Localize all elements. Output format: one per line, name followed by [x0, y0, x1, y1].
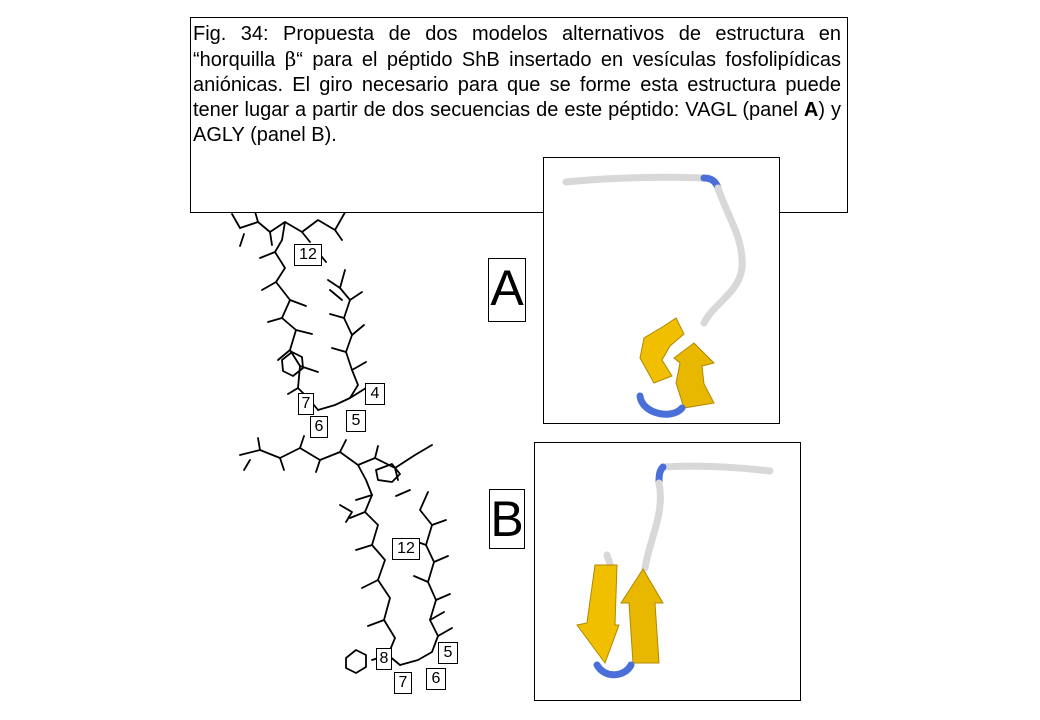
ribbon-model-b: [576, 462, 774, 679]
turn-segment: [636, 392, 686, 418]
figure-caption-box: Fig. 34: Propuesta de dos modelos altern…: [190, 17, 848, 213]
residue-label: 12: [294, 244, 322, 266]
panel-label-a: A: [488, 258, 526, 322]
residue-label: 7: [394, 672, 412, 694]
coil-segment: [659, 462, 774, 475]
figure-caption: Fig. 34: Propuesta de dos modelos altern…: [193, 22, 841, 148]
panel-label-b: B: [489, 489, 525, 549]
coil-segment: [641, 479, 664, 572]
beta-strand-arrow: [620, 568, 664, 664]
residue-label: 12: [392, 538, 420, 560]
ribbon-model-b-frame: [534, 442, 801, 701]
residue-label: 7: [298, 393, 314, 415]
caption-part-1: Fig. 34: Propuesta de dos modelos altern…: [193, 23, 841, 71]
residue-label: 5: [438, 642, 458, 664]
residue-label: 4: [365, 383, 385, 405]
coil-segment: [700, 184, 746, 327]
ribbon-model-a-frame: [543, 157, 780, 424]
caption-beta-symbol: β: [284, 47, 297, 71]
beta-strand-arrow: [673, 342, 715, 409]
residue-label: 6: [426, 668, 446, 690]
coil-segment: [562, 173, 708, 186]
turn-segment: [593, 661, 635, 679]
residue-label: 5: [346, 410, 366, 432]
ribbon-model-a: [562, 173, 746, 418]
caption-part-2: “ para el péptido ShB insertado en vesíc…: [193, 49, 841, 121]
caption-part-3: ) y AGLY (panel B).: [193, 99, 841, 146]
beta-strand-arrow: [639, 317, 685, 384]
caption-bold-a: A: [803, 99, 819, 121]
beta-strand-arrow: [576, 564, 620, 665]
residue-label: 8: [376, 648, 392, 670]
residue-label: 6: [310, 416, 328, 438]
